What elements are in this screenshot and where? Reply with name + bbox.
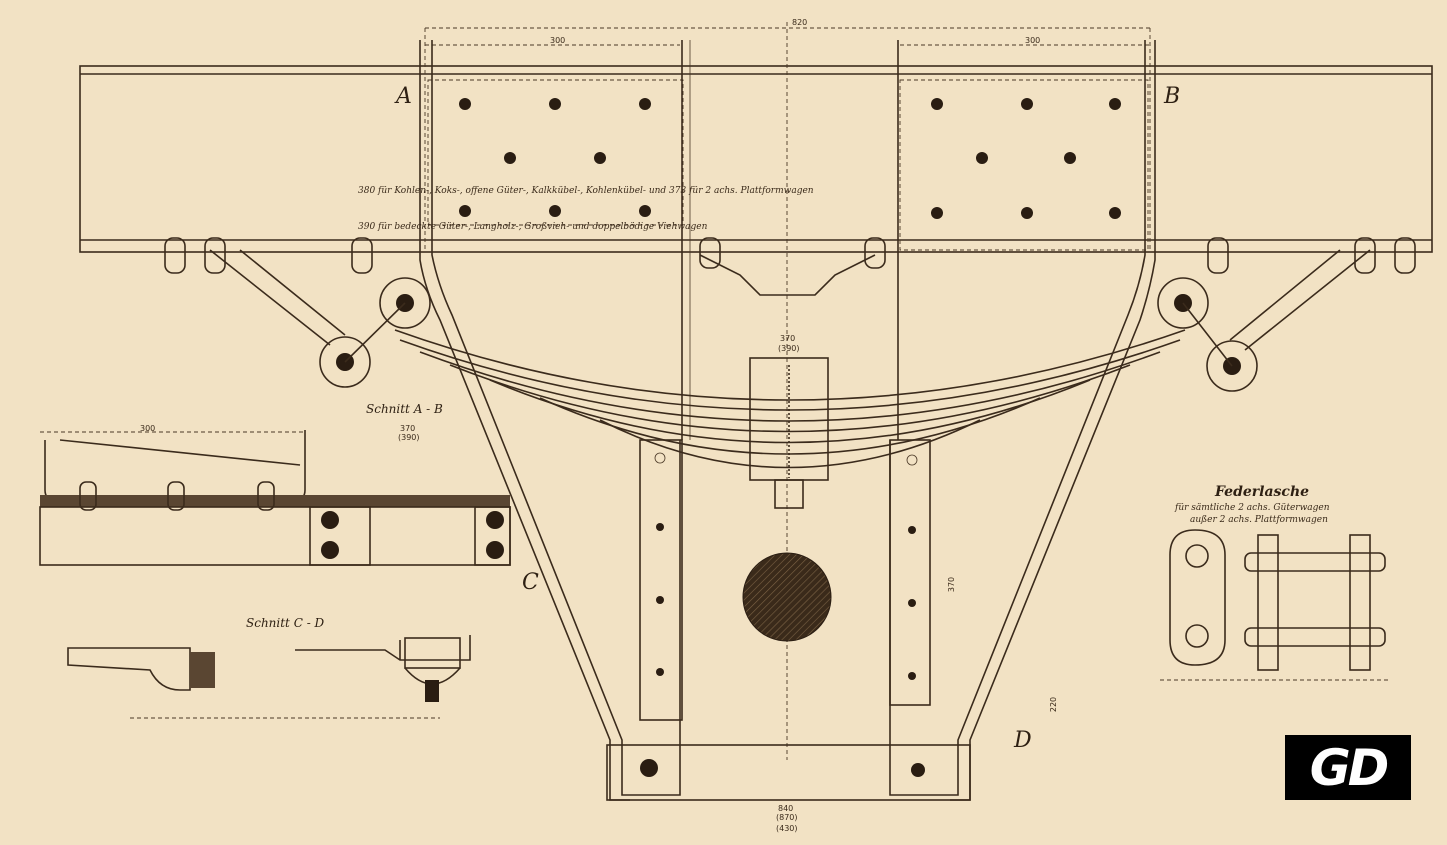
dim-bottom-overall: 840 <box>778 804 794 813</box>
dim-center-box-alt: (390) <box>778 344 800 353</box>
frame-beam <box>79 65 1433 253</box>
dim-top-left: 300 <box>550 36 566 45</box>
logo-text: GD <box>1309 738 1390 797</box>
spring-saddle <box>699 254 876 296</box>
leaf-spring <box>394 329 1186 509</box>
dim-top-right: 300 <box>1025 36 1041 45</box>
rivet-group-right <box>899 79 1149 251</box>
dim-top-overall: 820 <box>792 18 808 27</box>
section-cd-drawing <box>67 635 471 719</box>
spring-hangers <box>164 237 1416 392</box>
label-b: B <box>1164 84 1181 109</box>
federlasche-subtitle-1: für sämtliche 2 achs. Güterwagen <box>1175 503 1330 513</box>
label-d: D <box>1014 728 1032 753</box>
section-ab-title: Schnitt A - B <box>366 402 443 416</box>
federlasche-title: Federlasche <box>1215 484 1310 500</box>
dim-bottom-sub2: (430) <box>776 824 798 833</box>
gd-logo: GD <box>1285 735 1411 800</box>
rivet-group-left <box>427 79 684 226</box>
axle-guard <box>419 40 1156 801</box>
dim-section-ab-height: 370 <box>400 424 416 433</box>
axle-section <box>742 552 832 642</box>
section-ab-drawing <box>39 430 511 566</box>
note-line-1: 380 für Kohlen-, Koks-, offene Güter-, K… <box>358 186 814 196</box>
dim-center-box: 370 <box>780 334 796 343</box>
note-line-2: 390 für bedeckte Güter-, Langholz-, Groß… <box>358 222 708 232</box>
section-cd-title: Schnitt C - D <box>246 616 325 630</box>
federlasche-drawing <box>1160 529 1390 681</box>
dim-section-ab-width: 300 <box>140 424 156 433</box>
dim-center-vertical: 370 <box>947 576 957 593</box>
label-a: A <box>396 84 412 109</box>
dim-bottom-sub: (870) <box>776 813 798 822</box>
label-c: C <box>522 570 539 595</box>
top-dimensions <box>424 22 1151 760</box>
dim-right-vertical: 220 <box>1049 696 1059 713</box>
federlasche-subtitle-2: außer 2 achs. Plattformwagen <box>1190 515 1328 525</box>
dim-section-ab-height-alt: (390) <box>398 433 420 442</box>
